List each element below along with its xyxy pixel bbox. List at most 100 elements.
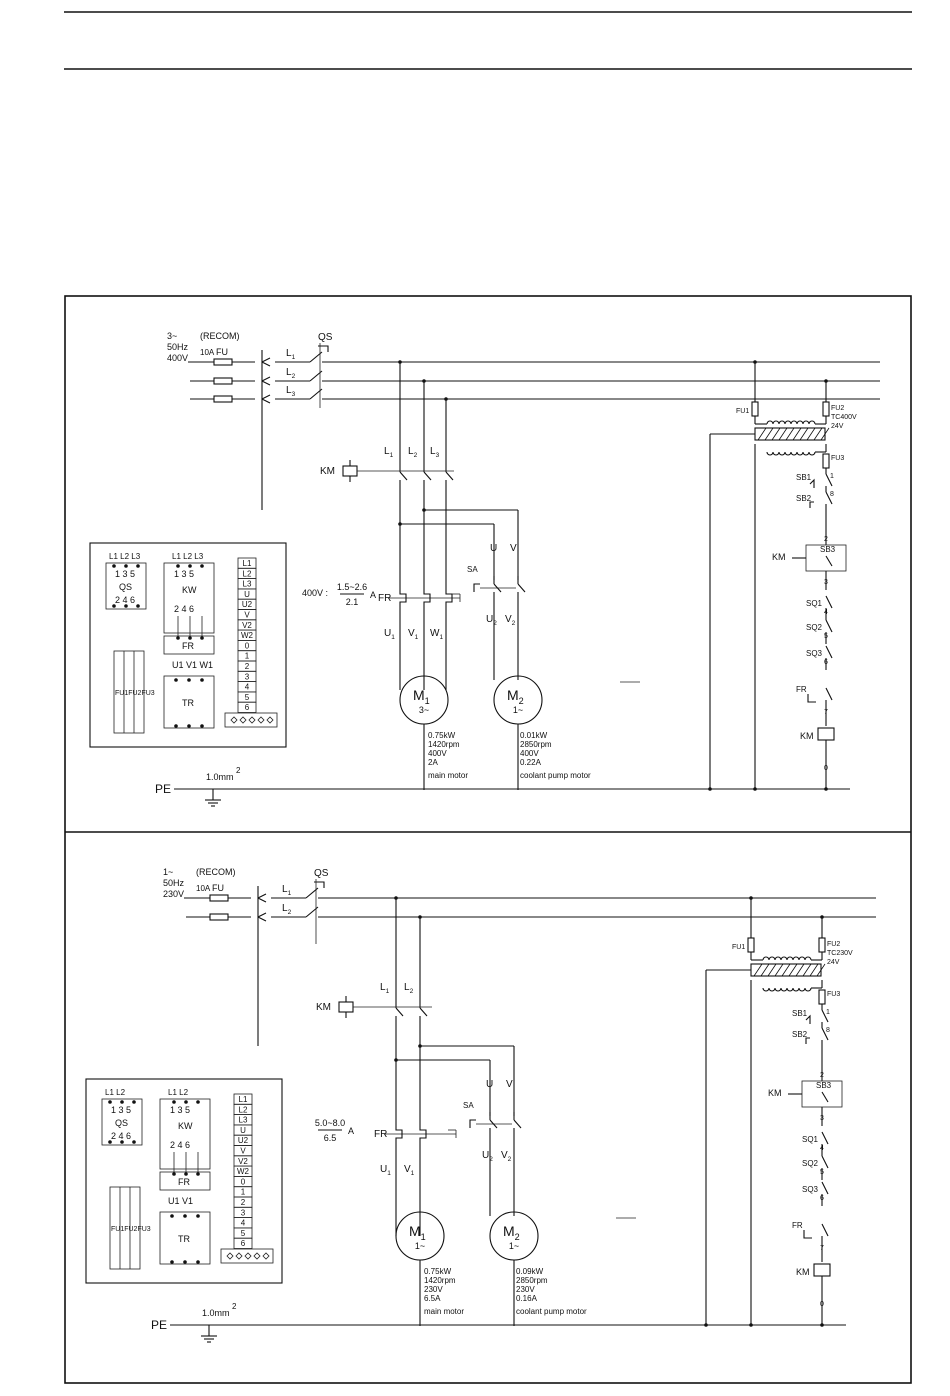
layout-terminal-cell (233, 1237, 253, 1249)
label-subscript: 2 (288, 909, 292, 916)
sa-contact-v-blade (517, 583, 526, 593)
core-hatch (799, 427, 809, 441)
label-subscript: 1 (390, 452, 394, 459)
label-main: M (503, 1223, 515, 1239)
supply-fuse-0 (213, 358, 233, 366)
m2-terminal-label-v: V2 (501, 1150, 512, 1163)
motor-m1-spec-2: 400V (428, 749, 447, 758)
layout-tr-pin (196, 1214, 200, 1218)
layout-terminal-label: L1 (243, 559, 252, 568)
bus-label-1: L2 (286, 367, 296, 380)
layout-terminal-label: 2 (245, 662, 250, 671)
sb2-contact (821, 1027, 829, 1041)
pe-wire-size-exponent: 2 (232, 1302, 237, 1311)
layout-rail-clip (235, 1252, 243, 1260)
label-main: V (404, 1164, 411, 1175)
layout-tr-pin (200, 724, 204, 728)
secondary-earth-dot (753, 787, 757, 791)
m2-top-label-u: U (490, 543, 497, 554)
core-hatch (820, 427, 830, 441)
km-main-contact-1-blade (423, 471, 432, 481)
motor-m1-phase: 1~ (415, 1241, 425, 1251)
layout-out-label: U1 V1 (168, 1196, 193, 1206)
layout-qs-nums: 1 3 5 (115, 569, 135, 579)
supply-fuse-1 (209, 913, 229, 921)
ctrl-node-1: 1 (830, 473, 834, 480)
recom-label: (RECOM) (196, 867, 236, 877)
layout-terminal-label: 1 (245, 652, 250, 661)
bus-label-0: L1 (282, 884, 292, 897)
transformer-primary (766, 420, 816, 425)
motor-m2-phase: 1~ (513, 705, 523, 715)
diagram-frame (64, 295, 912, 1384)
label-subscript: 1 (439, 634, 443, 641)
layout-tr-block (159, 1211, 211, 1265)
main-switch-label: QS (318, 332, 333, 343)
motor-m2-name: M2 (507, 687, 524, 706)
layout-qs-pin (124, 604, 128, 608)
fu1-fuse (747, 937, 755, 953)
label-subscript: 2 (519, 696, 524, 706)
layout-fuse-label: FU1FU2FU3 (111, 1226, 151, 1233)
fu3-fuse (818, 989, 826, 1005)
fu2-fuse (818, 937, 826, 953)
fr-heater-2 (445, 590, 453, 606)
label-main: L (404, 982, 410, 993)
km-control-coil (813, 1263, 831, 1277)
label-main: L (282, 903, 288, 914)
sb2-label: SB2 (796, 494, 812, 503)
layout-tr-block (163, 675, 215, 729)
layout-kw-pin (188, 564, 192, 568)
core-hatch (760, 963, 770, 977)
layout-terminal-label: L3 (243, 580, 252, 589)
label-main: L (430, 446, 436, 457)
km-coil-label: KM (320, 466, 335, 477)
layout-qs-block (105, 562, 147, 610)
km-main-contact-0-blade (395, 1007, 404, 1017)
layout-qs-pin (120, 1140, 124, 1144)
label-subscript: 2 (414, 452, 418, 459)
sq1-label: SQ1 (802, 1135, 819, 1144)
layout-terminal-label: L2 (239, 1105, 248, 1114)
sb1-label: SB1 (796, 473, 812, 482)
label-main: L (408, 446, 414, 457)
layout-terminal-label: V2 (242, 621, 252, 630)
column-label-0: L1 (384, 446, 394, 459)
sq2-contact (821, 1155, 829, 1169)
layout-terminal-label: 3 (245, 672, 250, 681)
layout-out-label: U1 V1 W1 (172, 660, 213, 670)
ctrl-node-2: 2 (820, 1072, 824, 1079)
label-subscript: 2 (515, 1232, 520, 1242)
layout-terminal-label: 5 (241, 1229, 246, 1238)
ctrl-node-6: 6 (824, 659, 828, 666)
transformer-output: 24V (831, 423, 844, 430)
label-main: W (430, 628, 440, 639)
label-subscript: 1 (421, 1232, 426, 1242)
supply-voltage: 400V (167, 353, 188, 363)
label-subscript: 2 (489, 1156, 493, 1163)
layout-qs-pin (112, 564, 116, 568)
recom-label: (RECOM) (200, 331, 240, 341)
motor-m1-spec-0: 0.75kW (424, 1267, 452, 1276)
sa-handle (469, 1119, 476, 1128)
core-hatch (778, 427, 788, 441)
layout-kw-nums: 1 3 5 (170, 1105, 190, 1115)
layout-rail-clip (226, 1252, 234, 1260)
layout-kw-pin (196, 1172, 200, 1176)
bus-label-0: L1 (286, 348, 296, 361)
ctrl-earth-dot (820, 1323, 824, 1327)
pe-label: PE (155, 782, 171, 796)
layout-tr-pin (187, 678, 191, 682)
main-switch-handle (314, 881, 325, 888)
layout-terminal-label: 0 (241, 1177, 246, 1186)
sq1-contact (825, 595, 833, 609)
label-main: L (384, 446, 390, 457)
bus-label-2: L3 (286, 385, 296, 398)
layout-fuse-block (113, 650, 145, 734)
label-subscript: 2 (512, 620, 516, 627)
layout-kw-label: KW (178, 1121, 193, 1131)
layout-qs-nums2: 2 4 6 (115, 595, 135, 605)
fr-ctrl-actuator (807, 694, 816, 703)
m2-top-label-v: V (506, 1079, 513, 1090)
